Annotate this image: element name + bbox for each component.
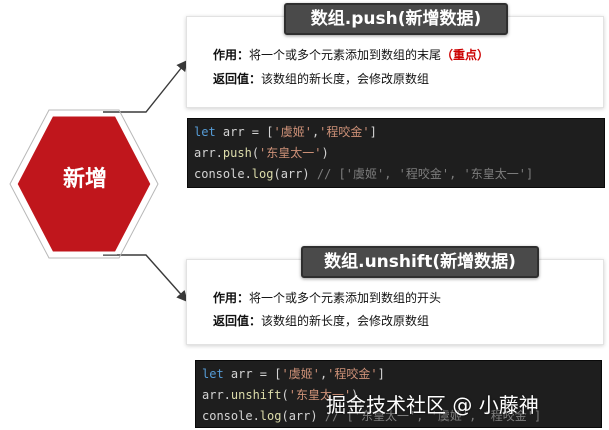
code-text: ( <box>251 146 260 160</box>
push-return-key: 返回值： <box>213 72 262 86</box>
code-line: console.log(arr) // ['虞姬', '程咬金', '东皇太一'… <box>194 164 598 185</box>
watermark: 掘金技术社区 @ 小藤神 <box>326 393 539 417</box>
code-line: arr.push('东皇太一') <box>194 143 598 164</box>
code-string: '程咬金' <box>327 367 378 381</box>
code-line: console.log(arr) // ['东皇太一', '虞姬', '程咬金'… <box>202 406 595 427</box>
code-string: '程咬金' <box>319 125 370 139</box>
push-code-block: let arr = ['虞姬','程咬金']arr.push('东皇太一')co… <box>187 118 605 188</box>
code-text: ( <box>281 388 289 402</box>
push-return-line: 返回值：该数组的新长度，会修改原数组 <box>213 70 429 88</box>
code-text: arr = [ <box>223 367 282 381</box>
code-function: log <box>251 167 274 181</box>
code-text: ) <box>351 388 359 402</box>
unshift-return-key: 返回值： <box>213 314 262 328</box>
code-string: '虞姬' <box>281 367 320 381</box>
push-usage-text: 将一个或多个元素添加到数组的末尾 <box>249 48 442 62</box>
unshift-code-block: let arr = ['虞姬','程咬金']arr.unshift('东皇太一'… <box>195 360 602 428</box>
code-string: '东皇太一' <box>259 146 322 160</box>
push-usage-line: 作用：将一个或多个元素添加到数组的末尾（重点） <box>213 46 489 64</box>
code-keyword: let <box>202 367 224 381</box>
code-text: arr = [ <box>215 125 274 139</box>
unshift-title: 数组.unshift(新增数据) <box>301 246 539 278</box>
push-title: 数组.push(新增数据) <box>284 3 508 35</box>
center-node-label: 新增 <box>62 167 107 192</box>
center-hexagon-outline <box>9 109 159 259</box>
connector-arrow-unshift <box>103 254 188 303</box>
code-comment: // ['东皇太一', '虞姬', '程咬金'] <box>324 409 542 423</box>
unshift-usage-key: 作用： <box>213 291 250 305</box>
code-line: let arr = ['虞姬','程咬金'] <box>202 364 595 385</box>
code-line: arr.unshift('东皇太一') <box>202 385 595 406</box>
unshift-return-text: 该数组的新长度，会修改原数组 <box>261 314 430 328</box>
code-text: , <box>319 367 328 381</box>
unshift-return-line: 返回值：该数组的新长度，会修改原数组 <box>213 312 429 330</box>
code-text: (arr) <box>281 409 325 423</box>
push-return-text: 该数组的新长度，会修改原数组 <box>261 72 430 86</box>
push-usage-note: （重点） <box>441 48 490 62</box>
center-hexagon <box>14 113 154 255</box>
unshift-usage-text: 将一个或多个元素添加到数组的开头 <box>249 291 442 305</box>
code-text: arr. <box>194 146 223 160</box>
code-text: (arr) <box>273 167 317 181</box>
code-string: '东皇太一' <box>288 388 352 402</box>
code-function: push <box>222 146 252 160</box>
push-usage-key: 作用： <box>213 48 250 62</box>
code-text: ] <box>369 125 377 139</box>
code-text: ] <box>377 367 385 381</box>
code-text: console. <box>194 167 252 181</box>
code-keyword: let <box>194 125 216 139</box>
code-comment: // ['虞姬', '程咬金', '东皇太一'] <box>316 167 534 181</box>
code-function: log <box>259 409 282 423</box>
connector-arrow-push <box>103 59 188 113</box>
code-function: unshift <box>230 388 282 402</box>
code-string: '虞姬' <box>273 125 312 139</box>
code-text: arr. <box>202 388 231 402</box>
unshift-usage-line: 作用：将一个或多个元素添加到数组的开头 <box>213 289 441 307</box>
code-text: ) <box>321 146 329 160</box>
code-line: let arr = ['虞姬','程咬金'] <box>194 122 598 143</box>
code-text: , <box>311 125 320 139</box>
code-text: console. <box>202 409 260 423</box>
